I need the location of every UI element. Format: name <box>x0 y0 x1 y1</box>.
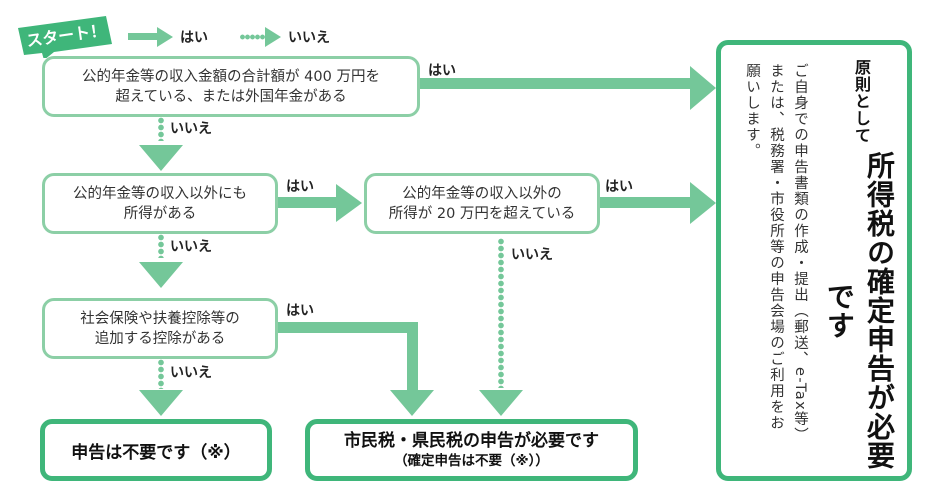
question-3-line2: 所得が 20 万円を超えている <box>388 205 576 222</box>
legend-no-label: いいえ <box>288 30 330 46</box>
question-2-line1: 公的年金等の収入以外にも <box>73 185 247 202</box>
legend-dotted-arrow-shaft <box>240 34 266 40</box>
q3-no-label: いいえ <box>511 247 553 263</box>
legend-solid-arrow-head <box>157 27 173 47</box>
q3-no-arrow-head <box>479 390 523 416</box>
question-box-1: 公的年金等の収入金額の合計額が 400 万円を 超えている、または外国年金がある <box>42 56 420 117</box>
q2-no-label: いいえ <box>170 239 212 255</box>
q4-yes-arrow-shaft-vertical <box>407 322 418 392</box>
q3-yes-arrow-head <box>690 182 716 224</box>
result-local-tax-line2: （確定申告は不要（※）） <box>394 453 549 469</box>
legend-dotted-arrow-head <box>265 27 281 47</box>
q4-no-arrow-head <box>139 390 183 416</box>
question-4-line2: 追加する控除がある <box>94 330 226 347</box>
q1-no-arrow-dots <box>158 117 164 141</box>
q2-yes-arrow-head <box>336 184 362 222</box>
question-box-2: 公的年金等の収入以外にも 所得がある <box>42 173 278 234</box>
question-box-4: 社会保険や扶養控除等の 追加する控除がある <box>42 298 278 359</box>
legend-solid-arrow-shaft <box>128 33 158 40</box>
q2-no-arrow-head <box>139 262 183 288</box>
q4-yes-label: はい <box>286 303 314 319</box>
question-1-line1: 公的年金等の収入金額の合計額が 400 万円を <box>82 68 380 85</box>
q1-no-label: いいえ <box>170 121 212 137</box>
q2-no-arrow-dots <box>158 234 164 258</box>
result-income-tax-prefix: 原則として <box>852 59 871 144</box>
q2-yes-arrow-shaft <box>278 197 338 208</box>
q1-yes-arrow-head <box>690 66 716 110</box>
result-income-tax-title: 所得税の確定申告が必要です <box>823 151 896 470</box>
q3-yes-arrow-shaft <box>600 197 692 208</box>
question-box-3: 公的年金等の収入以外の 所得が 20 万円を超えている <box>364 173 600 234</box>
q4-yes-arrow-shaft-horizontal <box>278 322 418 333</box>
q2-yes-label: はい <box>286 179 314 195</box>
result-income-tax: 原則として 所得税の確定申告が必要です ご自身での申告書類の作成・提出（郵送、e… <box>716 40 912 481</box>
result-local-tax-line1: 市民税・県民税の申告が必要です <box>344 431 599 451</box>
result-income-tax-body-1: ご自身での申告書類の作成・提出（郵送、e-Tax等） <box>792 63 808 444</box>
q3-no-arrow-dots <box>498 238 504 388</box>
result-no-filing: 申告は不要です（※） <box>40 419 272 481</box>
q4-no-label: いいえ <box>170 365 212 381</box>
question-4-line1: 社会保険や扶養控除等の <box>80 310 240 327</box>
question-3-line1: 公的年金等の収入以外の <box>402 185 562 202</box>
result-no-filing-text: 申告は不要です（※） <box>71 442 241 463</box>
q4-yes-arrow-head <box>390 390 434 416</box>
q1-no-arrow-head <box>139 145 183 171</box>
result-local-tax: 市民税・県民税の申告が必要です （確定申告は不要（※）） <box>305 419 638 481</box>
q1-yes-arrow-shaft <box>420 78 692 89</box>
result-income-tax-body-2: または、税務署・市役所等の申告会場のご利用をお <box>768 63 784 431</box>
legend-yes-label: はい <box>180 30 208 46</box>
start-badge-shape <box>18 16 112 58</box>
start-badge: スタート！ <box>14 12 114 58</box>
q4-no-arrow-dots <box>158 359 164 389</box>
q1-yes-label: はい <box>428 63 456 79</box>
q3-yes-label: はい <box>605 179 633 195</box>
question-1-line2: 超えている、または外国年金がある <box>115 88 347 105</box>
question-2-line2: 所得がある <box>123 205 197 222</box>
result-income-tax-body-3: 願いします。 <box>744 63 760 159</box>
